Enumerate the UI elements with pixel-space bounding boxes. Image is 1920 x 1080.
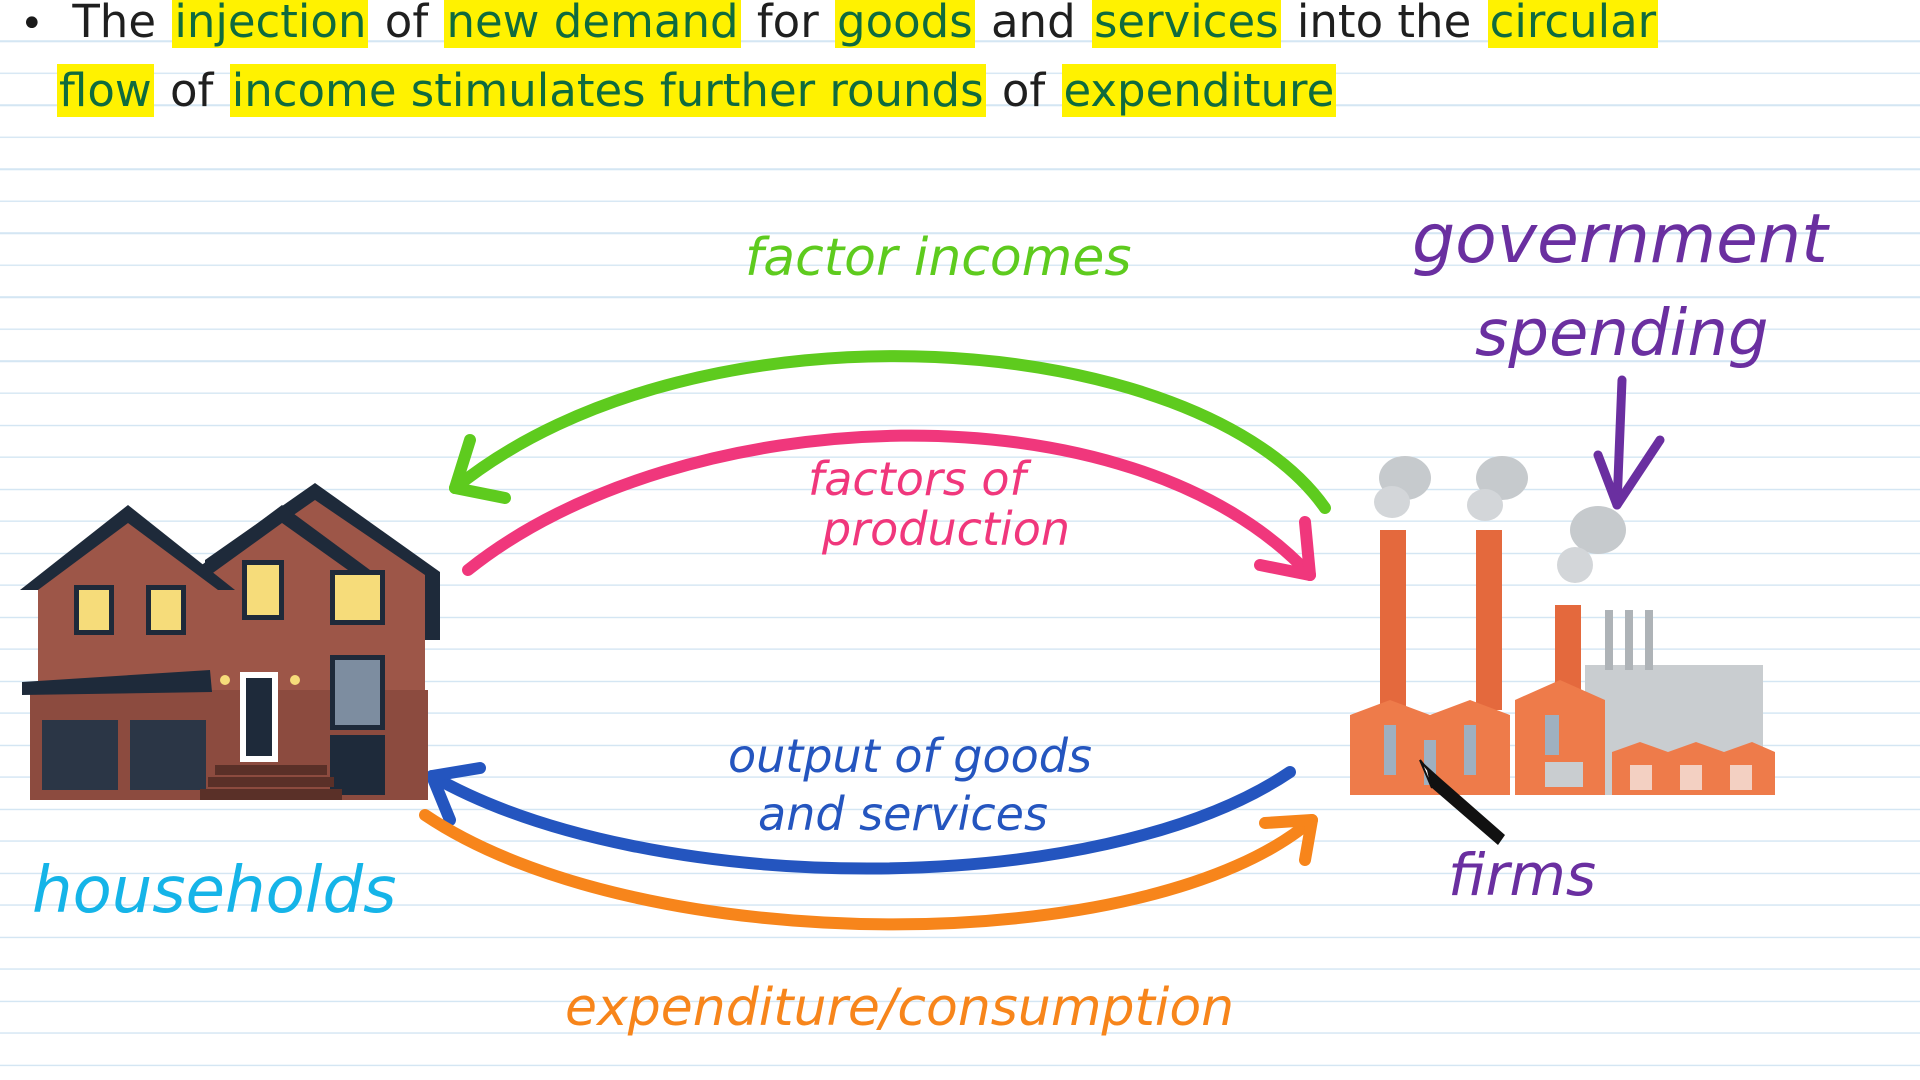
text-segment: of: [170, 64, 228, 117]
text-segment: and: [990, 0, 1090, 48]
expenditure-arrow: [419, 809, 1318, 931]
households-label: households: [32, 854, 396, 928]
house-icon: [20, 483, 440, 800]
text-segment: of: [384, 0, 443, 48]
text-segment: The: [72, 0, 171, 48]
output-label-2: and services: [758, 787, 1048, 841]
text-segment: of: [1001, 64, 1060, 117]
government-label-2: spending: [1475, 297, 1769, 371]
highlighted-term: income stimulates further rounds: [229, 64, 986, 117]
factors-of-production-label: factors of: [808, 452, 1031, 506]
factory-icon: [1350, 456, 1775, 795]
text-segment: into the: [1296, 0, 1486, 48]
highlighted-term: goods: [835, 0, 975, 48]
text-segment: for: [756, 0, 834, 48]
output-of-goods-arrow: [426, 762, 1296, 875]
factors-of-production-arrow: [462, 429, 1316, 581]
factor-incomes-label: factor incomes: [745, 228, 1131, 288]
firms-label: firms: [1448, 841, 1596, 909]
pen-cursor-icon: [1419, 759, 1505, 845]
bullet-icon: •: [20, 1, 44, 47]
highlighted-term: injection: [172, 0, 369, 48]
highlighted-term: flow: [57, 64, 154, 117]
government-label: government: [1412, 200, 1830, 279]
bullet-line-2: flow of income stimulates further rounds…: [57, 57, 1337, 125]
factor-incomes-arrow: [449, 350, 1331, 514]
highlighted-term: circular: [1487, 0, 1659, 48]
highlighted-term: new demand: [444, 0, 741, 48]
bullet-line-1: • The injection of new demand for goods …: [20, 0, 1659, 56]
highlighted-term: expenditure: [1061, 64, 1337, 117]
factors-of-production-label-2: production: [821, 502, 1070, 556]
output-label: output of goods: [728, 729, 1092, 783]
highlighted-term: services: [1091, 0, 1281, 48]
expenditure-label: expenditure/consumption: [565, 978, 1234, 1038]
government-spending-arrow: [1593, 375, 1665, 510]
